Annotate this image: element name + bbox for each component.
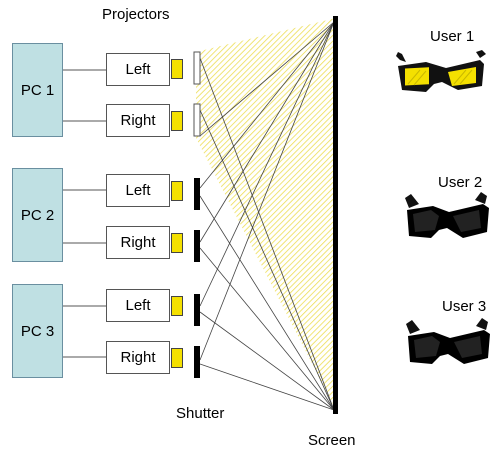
pc-label: PC 2 (20, 206, 55, 224)
projectors-label: Projectors (102, 6, 170, 23)
pc-connectors (63, 69, 106, 358)
projector-right-2: Right (106, 226, 170, 259)
black-shutter-glasses-icon (405, 192, 489, 238)
shutter-open-1 (193, 51, 201, 85)
pc-label: PC 1 (20, 81, 55, 99)
projector-left-3: Left (106, 289, 170, 322)
shutter-closed-4 (194, 230, 200, 262)
projector-right-3: Right (106, 341, 170, 374)
projector-label: Right (120, 349, 156, 366)
user-label-3: User 3 (442, 298, 487, 315)
shutter-closed-5 (194, 294, 200, 326)
pc-label: PC 3 (20, 322, 55, 340)
projector-label: Left (125, 182, 151, 199)
projector-lens (171, 233, 183, 253)
shutter-closed-6 (194, 346, 200, 378)
projection-beam (196, 18, 336, 410)
projector-lens (171, 296, 183, 316)
projector-left-1: Left (106, 53, 170, 86)
pc-box-3: PC 3 (12, 284, 63, 378)
projector-label: Left (125, 61, 151, 78)
projector-left-2: Left (106, 174, 170, 207)
shutter-closed-3 (194, 178, 200, 210)
shutter-open-2 (193, 103, 201, 137)
projector-right-1: Right (106, 104, 170, 137)
projector-label: Right (120, 234, 156, 251)
pc-box-2: PC 2 (12, 168, 63, 262)
projector-label: Right (120, 112, 156, 129)
black-shutter-glasses-icon (406, 318, 490, 364)
projector-label: Left (125, 297, 151, 314)
projection-lines (199, 21, 335, 411)
shutter-label: Shutter (176, 405, 225, 422)
yellow-lens-glasses-icon (396, 50, 486, 92)
projector-lens (171, 59, 183, 79)
pc-box-1: PC 1 (12, 43, 63, 137)
projector-lens (171, 111, 183, 131)
user-label-2: User 2 (438, 174, 483, 191)
screen-bar (333, 16, 338, 414)
projector-lens (171, 181, 183, 201)
user-label-1: User 1 (430, 28, 475, 45)
screen-label: Screen (308, 432, 356, 449)
projector-lens (171, 348, 183, 368)
